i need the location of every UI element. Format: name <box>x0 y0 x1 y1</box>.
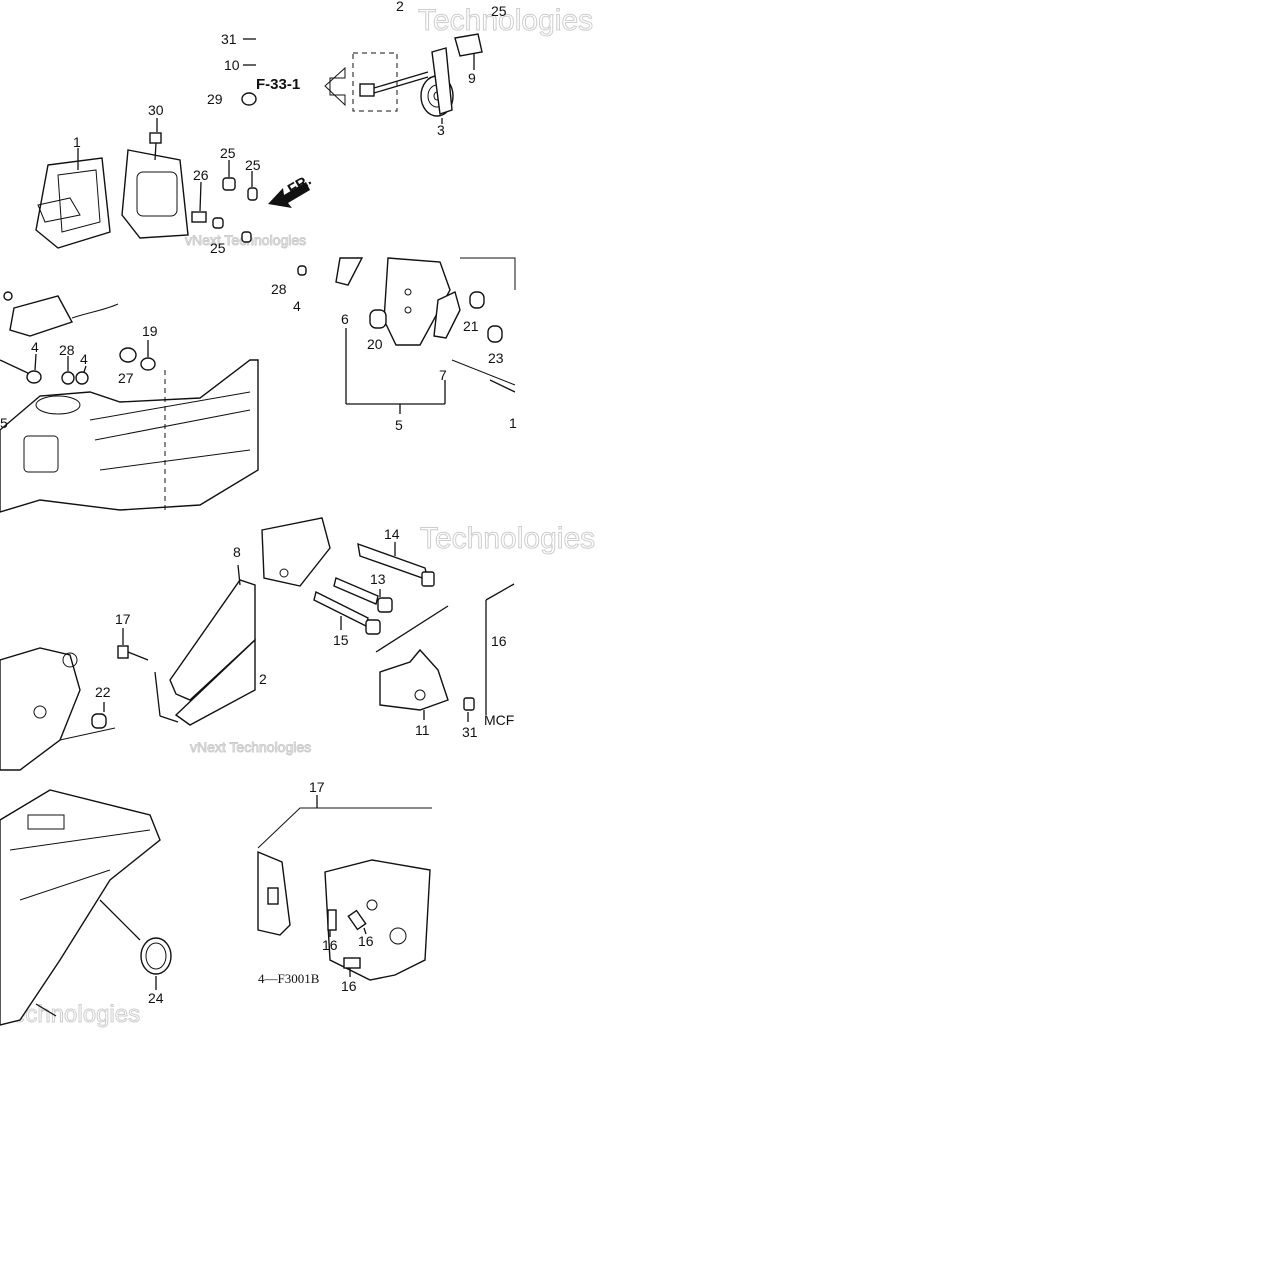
callout-30: 30 <box>148 102 164 118</box>
bolt-16a <box>267 887 279 905</box>
callout-31-top: 31 <box>221 31 237 47</box>
callout-10: 10 <box>224 57 240 73</box>
bracket-9 <box>454 33 483 57</box>
frame-mount-plate <box>261 517 331 587</box>
callout-27: 27 <box>118 370 134 386</box>
tile-swingarm <box>0 564 256 771</box>
callout-1-edge: 1 <box>509 415 517 431</box>
callout-7: 7 <box>439 367 447 383</box>
bolt-16d <box>343 957 361 969</box>
reference-arrow-icon <box>324 66 346 107</box>
tile-frame-head <box>0 291 259 513</box>
callout-24: 24 <box>148 990 164 1006</box>
clip-26 <box>191 211 207 223</box>
tile-engine-side <box>257 795 432 981</box>
part-panel-2 <box>121 149 189 239</box>
watermark-vnext-2: vNext Technologies <box>190 739 311 755</box>
callout-4-right: 4 <box>80 351 88 367</box>
callout-17-swingarm: 17 <box>115 611 131 627</box>
callout-16-b: 16 <box>358 933 374 949</box>
callout-29: 29 <box>207 91 223 107</box>
bracket-11 <box>379 648 449 711</box>
tile-rear-frame <box>0 789 172 1026</box>
callout-23: 23 <box>488 350 504 366</box>
tile-panels <box>35 38 258 249</box>
nut-29 <box>241 92 257 106</box>
callout-16-a: 16 <box>322 937 338 953</box>
callout-13: 13 <box>370 571 386 587</box>
callout-4-left: 4 <box>31 339 39 355</box>
bracket-7 <box>433 291 461 339</box>
callout-26: 26 <box>193 167 209 183</box>
callout-5-frame: 5 <box>0 415 8 431</box>
callout-28-bracket: 28 <box>271 281 287 297</box>
tile-engine-mount <box>261 517 515 722</box>
callout-1: 1 <box>73 134 81 150</box>
callout-22: 22 <box>95 684 111 700</box>
collar-20 <box>369 309 387 329</box>
callout-25-top: 25 <box>491 3 507 19</box>
nut-27 <box>119 347 137 363</box>
bolt-17 <box>117 645 129 659</box>
callout-28-left: 28 <box>59 342 75 358</box>
part-code-mcf: MCF <box>484 712 514 728</box>
engine-case-right <box>324 859 431 981</box>
callout-2-top: 2 <box>396 0 404 14</box>
bolt-13 <box>333 577 379 605</box>
callout-31-mount: 31 <box>462 724 478 740</box>
bolt-16b <box>327 909 337 931</box>
collar-23 <box>487 325 503 343</box>
frame-rear <box>0 789 161 1026</box>
bolt-16c <box>347 909 367 931</box>
callout-16-c: 16 <box>341 978 357 994</box>
tile-brackets <box>297 257 516 414</box>
sensor-bracket <box>9 295 74 337</box>
callout-6: 6 <box>341 311 349 327</box>
bracket-6 <box>335 257 364 286</box>
watermark-technologies-mid: Technologies <box>420 522 595 555</box>
bolt-31 <box>463 697 475 711</box>
callout-19: 19 <box>142 323 158 339</box>
callout-25-a: 25 <box>220 145 236 161</box>
tile-horn <box>268 33 483 208</box>
bolt-14 <box>357 542 429 582</box>
collar-22 <box>91 713 107 729</box>
callout-9: 9 <box>468 70 476 86</box>
part-code-f3001b: 4—F3001B <box>258 971 320 986</box>
bolt-30 <box>149 132 162 144</box>
callout-16-right: 16 <box>491 633 507 649</box>
callout-14: 14 <box>384 526 400 542</box>
washer-19 <box>140 357 156 371</box>
callout-8: 8 <box>233 544 241 560</box>
callout-11: 11 <box>415 722 430 738</box>
callout-5: 5 <box>395 417 403 433</box>
callout-15: 15 <box>333 632 349 648</box>
watermark-technologies-top: Technologies <box>418 4 593 37</box>
callout-25-b: 25 <box>245 157 261 173</box>
horn-bolt <box>359 83 375 97</box>
callout-4-bracket: 4 <box>293 298 301 314</box>
callout-2-swingarm: 2 <box>259 671 267 687</box>
callout-25-c: 25 <box>210 240 226 256</box>
front-direction-arrow-icon <box>268 182 310 208</box>
ref-f-33-1: F-33-1 <box>256 76 300 93</box>
callout-21: 21 <box>463 318 479 334</box>
callout-17-engine: 17 <box>309 779 325 795</box>
callout-3: 3 <box>437 122 445 138</box>
washer-4a <box>26 370 42 384</box>
callout-20: 20 <box>367 336 383 352</box>
frame-head <box>0 359 259 513</box>
grommet-25 <box>222 177 236 191</box>
collar-21 <box>469 291 485 309</box>
